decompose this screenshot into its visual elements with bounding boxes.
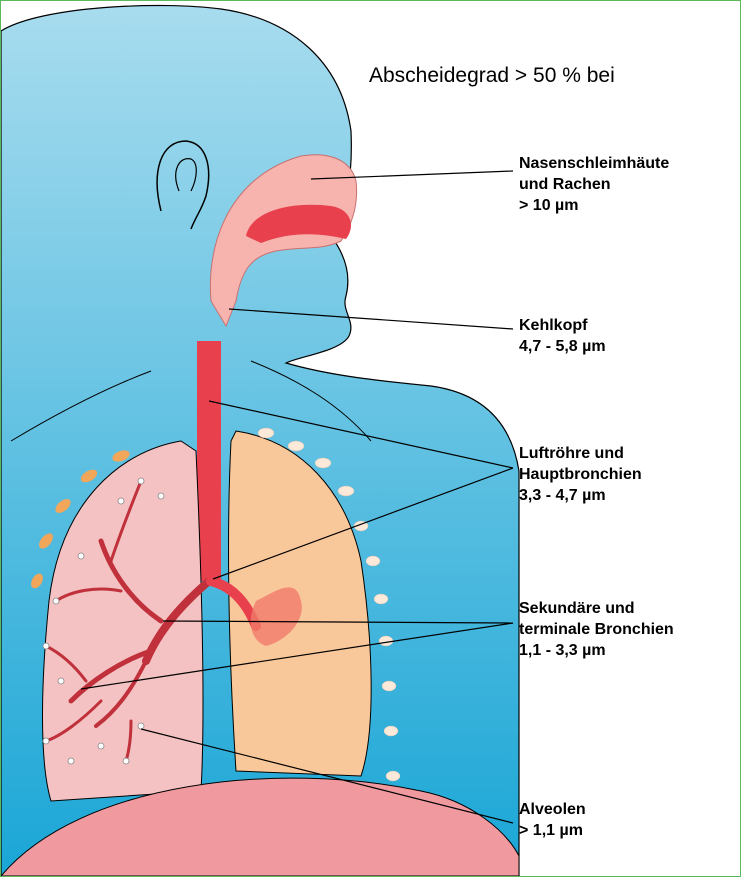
alveoli-label: Alveolen > 1,1 µm (519, 799, 586, 841)
trachea (197, 341, 221, 581)
bronchi-label-line3: 1,1 - 3,3 µm (519, 640, 674, 661)
trachea-label-line2: Hauptbronchien (519, 464, 642, 485)
bronchi-label-line2: terminale Bronchien (519, 619, 674, 640)
bronchi-label-line1: Sekundäre und (519, 598, 674, 619)
alveoli-label-line2: > 1,1 µm (519, 820, 586, 841)
nose-label: Nasenschleimhäute und Rachen > 10 µm (519, 153, 669, 216)
larynx-label-line2: 4,7 - 5,8 µm (519, 336, 606, 357)
nose-label-line3: > 10 µm (519, 195, 669, 216)
alveoli-label-line1: Alveolen (519, 799, 586, 820)
larynx-label: Kehlkopf 4,7 - 5,8 µm (519, 315, 606, 357)
nose-label-line1: Nasenschleimhäute (519, 153, 669, 174)
larynx-label-line1: Kehlkopf (519, 315, 606, 336)
trachea-label: Luftröhre und Hauptbronchien 3,3 - 4,7 µ… (519, 443, 642, 506)
nose-label-line2: und Rachen (519, 174, 669, 195)
diagram-title: Abscheidegrad > 50 % bei (369, 63, 615, 89)
trachea-label-line3: 3,3 - 4,7 µm (519, 485, 642, 506)
trachea-label-line1: Luftröhre und (519, 443, 642, 464)
bronchi-label: Sekundäre und terminale Bronchien 1,1 - … (519, 598, 674, 661)
